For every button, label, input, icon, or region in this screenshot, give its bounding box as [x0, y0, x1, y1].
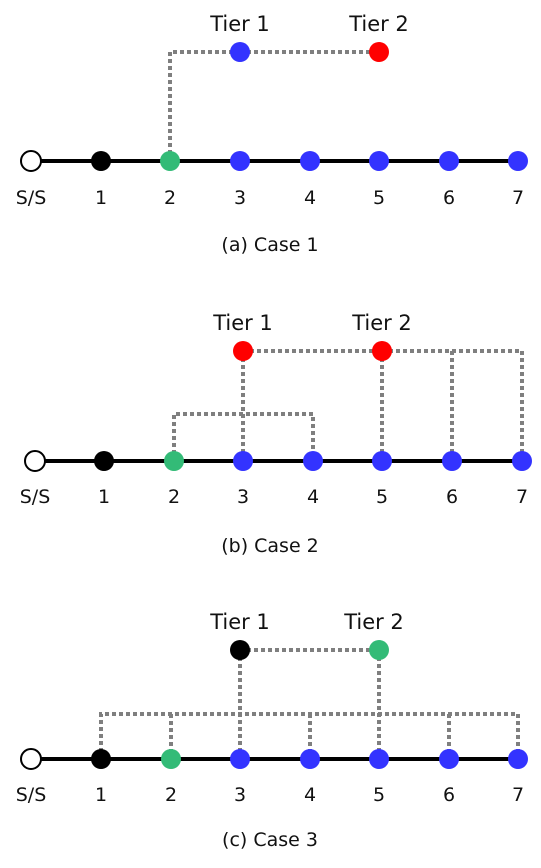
case-2-bus-node-7: [512, 451, 532, 471]
case-2-bus-node-ss: [24, 450, 46, 472]
case-2-bus-node-4: [303, 451, 323, 471]
case-3-bus-node-1: [91, 749, 111, 769]
case-1-node-label-3: 3: [234, 187, 246, 209]
case-3-tier1-node: [230, 640, 250, 660]
case-1-node-label-7: 7: [512, 187, 524, 209]
case-3-bus-node-2: [161, 749, 181, 769]
case-3-node-label-2: 2: [165, 784, 177, 806]
case-3-tier1-label: Tier 1: [209, 610, 270, 634]
case-3-bus-node-4: [300, 749, 320, 769]
case-3-bus-node-6: [439, 749, 459, 769]
case-1-caption: (a) Case 1: [221, 234, 318, 256]
case-3-bus-nodes: S/S 1 2 3 4 5 6 7: [16, 748, 528, 806]
case-1-node-label-4: 4: [304, 187, 316, 209]
case-2-bus-node-1: [94, 451, 114, 471]
case-1-bus-node-5: [369, 151, 389, 171]
case-2-bus-node-5: [372, 451, 392, 471]
case-2-node-label-1: 1: [98, 486, 110, 508]
case-3-panel: Tier 1 Tier 2 S/S 1 2 3 4 5 6 7 (c) Case 3: [16, 610, 528, 851]
case-3-node-label-ss: S/S: [16, 784, 47, 806]
case-1-tier2-label: Tier 2: [348, 12, 409, 36]
case-1-bus-nodes: S/S 1 2 3 4 5 6 7: [16, 150, 528, 209]
case-1-link-node2-tier1: [168, 50, 240, 161]
case-2-tier1-node: [233, 341, 253, 361]
case-2-link-nodes-2-3-4: [172, 412, 315, 461]
case-1-panel: Tier 1 Tier 2 S/S 1 2 3 4 5 6 7 (a) Case 1: [16, 12, 528, 256]
case-2-tier2-label: Tier 2: [351, 311, 412, 335]
case-1-bus-node-4: [300, 151, 320, 171]
case-2-node-label-6: 6: [446, 486, 458, 508]
case-1-bus-node-3: [230, 151, 250, 171]
case-3-node-label-1: 1: [95, 784, 107, 806]
case-1-bus-node-ss: [20, 150, 42, 172]
case-2-panel: Tier 1 Tier 2 S/S 1 2 3 4 5 6 7 (b) Case 2: [20, 311, 532, 557]
case-3-node-label-6: 6: [443, 784, 455, 806]
case-3-caption: (c) Case 3: [222, 829, 318, 851]
case-3-bus-node-3: [230, 749, 250, 769]
case-2-bus-nodes: S/S 1 2 3 4 5 6 7: [20, 450, 532, 508]
case-3-bus-node-ss: [20, 748, 42, 770]
case-1-node-label-6: 6: [443, 187, 455, 209]
case-1-node-label-5: 5: [373, 187, 385, 209]
case-2-bus-node-2: [164, 451, 184, 471]
case-2-node-label-3: 3: [237, 486, 249, 508]
case-3-node-label-3: 3: [234, 784, 246, 806]
case-2-caption: (b) Case 2: [221, 535, 319, 557]
case-2-node-label-5: 5: [376, 486, 388, 508]
case-1-tier1-label: Tier 1: [209, 12, 270, 36]
case-1-bus-node-2: [160, 151, 180, 171]
case-1-tier2-node: [369, 42, 389, 62]
case-3-node-label-5: 5: [373, 784, 385, 806]
case-2-node-label-4: 4: [307, 486, 319, 508]
case-1-bus-node-1: [91, 151, 111, 171]
case-2-node-label-2: 2: [168, 486, 180, 508]
case-1-tier1-node: [230, 42, 250, 62]
case-3-bus-node-7: [508, 749, 528, 769]
case-2-node-label-ss: S/S: [20, 486, 51, 508]
case-1-node-label-2: 2: [164, 187, 176, 209]
case-3-tier2-label: Tier 2: [343, 610, 404, 634]
case-2-node-label-7: 7: [516, 486, 528, 508]
case-2-tier2-node: [372, 341, 392, 361]
case-1-bus-node-7: [508, 151, 528, 171]
case-3-tier2-node: [369, 640, 389, 660]
case-1-node-label-1: 1: [95, 187, 107, 209]
case-2-bus-node-6: [442, 451, 462, 471]
case-3-bus-node-5: [369, 749, 389, 769]
case-1-node-label-ss: S/S: [16, 187, 47, 209]
case-2-link-tier2-nodes67: [382, 349, 524, 461]
case-2-bus-node-3: [233, 451, 253, 471]
case-3-node-label-4: 4: [304, 784, 316, 806]
case-1-bus-node-6: [439, 151, 459, 171]
case-2-tier1-label: Tier 1: [212, 311, 273, 335]
case-3-node-label-7: 7: [512, 784, 524, 806]
